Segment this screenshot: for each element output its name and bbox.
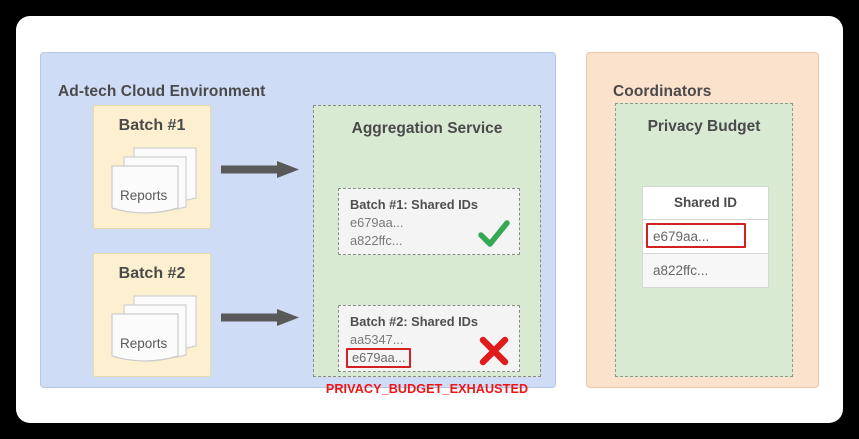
privacy-budget-row-value-2: a822ffc... — [653, 263, 709, 278]
cross-icon — [477, 335, 511, 367]
batch-2-shared-id-flagged: e679aa... — [346, 348, 412, 368]
batch-1-shared-id-2: a822ffc... — [350, 233, 403, 248]
adtech-panel-title: Ad-tech Cloud Environment — [58, 83, 266, 100]
privacy-budget-error-message: PRIVACY_BUDGET_EXHAUSTED — [325, 382, 529, 396]
batch-1-flow-arrow-icon — [221, 159, 301, 179]
coordinators-panel-title: Coordinators — [613, 83, 712, 100]
batch-2-flow-arrow-icon — [221, 307, 301, 327]
privacy-budget-row-value-1: e679aa... — [653, 229, 710, 244]
aggregation-service-title: Aggregation Service — [351, 120, 503, 137]
batch-2-shared-ids-box: Batch #2: Shared IDs aa5347... e679aa... — [338, 305, 520, 372]
table-row: e679aa... — [643, 220, 768, 254]
privacy-budget-table-header-shared-id: Shared ID — [643, 187, 768, 220]
adtech-cloud-environment-panel: Ad-tech Cloud Environment Batch #1 Repor… — [40, 52, 556, 396]
batch-2-reports-label: Reports — [120, 336, 168, 351]
batch-2-label: Batch #2 — [118, 265, 186, 282]
privacy-budget-panel: Privacy Budget Shared ID e679aa... a822f… — [615, 103, 793, 377]
batch-1-shared-id-1: e679aa... — [350, 215, 404, 230]
batch-1-reports-stack-icon: Reports — [108, 146, 200, 220]
batch-1-box: Batch #1 Reports — [93, 105, 211, 229]
batch-2-shared-ids-header: Batch #2: Shared IDs — [350, 314, 479, 329]
check-icon — [477, 218, 511, 250]
privacy-budget-title: Privacy Budget — [647, 118, 761, 135]
batch-1-reports-label: Reports — [120, 188, 168, 203]
batch-1-shared-ids-box: Batch #1: Shared IDs e679aa... a822ffc..… — [338, 188, 520, 255]
batch-2-shared-id-1: aa5347... — [350, 332, 404, 347]
batch-2-reports-stack-icon: Reports — [108, 294, 200, 368]
aggregation-service-panel: Aggregation Service Batch #1: Shared IDs… — [313, 105, 541, 396]
coordinators-panel: Coordinators Privacy Budget Shared ID e6… — [586, 52, 819, 388]
batch-2-box: Batch #2 Reports — [93, 253, 211, 377]
diagram-card: Ad-tech Cloud Environment Batch #1 Repor… — [16, 16, 843, 423]
privacy-budget-table: Shared ID e679aa... a822ffc... — [642, 186, 769, 288]
batch-1-label: Batch #1 — [118, 117, 186, 134]
batch-1-shared-ids-header: Batch #1: Shared IDs — [350, 197, 479, 212]
table-row: a822ffc... — [643, 254, 768, 287]
